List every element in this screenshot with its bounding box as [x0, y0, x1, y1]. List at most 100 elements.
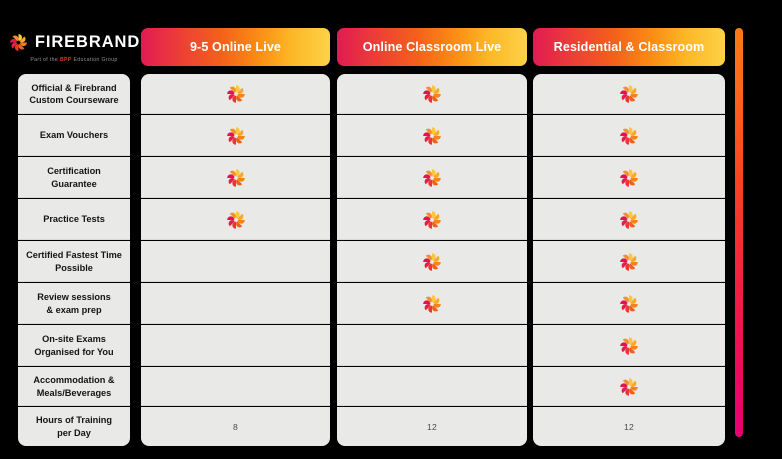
- firebrand-flame-check-icon: [618, 167, 640, 189]
- cell-value-text: 12: [624, 421, 634, 432]
- cell-included: [533, 241, 725, 282]
- column-header-3[interactable]: Residential & Classroom: [533, 28, 725, 66]
- cell-empty: [337, 367, 527, 406]
- column-header-3-label: Residential & Classroom: [553, 40, 705, 54]
- row-divider: [337, 365, 527, 366]
- firebrand-flame-check-icon: [618, 251, 640, 273]
- firebrand-flame-check-icon: [225, 167, 247, 189]
- row-divider: [337, 239, 527, 240]
- column-header-1-label: 9-5 Online Live: [189, 40, 282, 54]
- table-row: Accommodation &Meals/Beverages: [18, 367, 725, 406]
- row-label-cell: Practice Tests: [18, 199, 130, 240]
- row-divider: [18, 405, 130, 406]
- row-label-text: Exam Vouchers: [39, 130, 109, 141]
- row-divider: [18, 281, 130, 282]
- row-label-cell: Accommodation &Meals/Beverages: [18, 367, 130, 406]
- brand-tagline: Part of the BPP Education Group: [30, 57, 117, 63]
- row-divider: [141, 113, 330, 114]
- cell-included: [533, 325, 725, 366]
- row-divider: [18, 323, 130, 324]
- column-header-2[interactable]: Online Classroom Live: [337, 28, 527, 66]
- row-divider: [141, 197, 330, 198]
- row-label-cell: Review sessions& exam prep: [18, 283, 130, 324]
- cell-value-text: 8: [233, 421, 238, 432]
- row-divider: [18, 365, 130, 366]
- brand-tagline-bpp: BPP: [59, 56, 72, 63]
- firebrand-flame-check-icon: [421, 167, 443, 189]
- row-label-cell: Exam Vouchers: [18, 115, 130, 156]
- brand-tagline-pre: Part of the: [30, 56, 60, 63]
- cell-included: [141, 115, 330, 156]
- row-label-text: Accommodation &Meals/Beverages: [33, 375, 115, 398]
- cell-included: [533, 157, 725, 198]
- row-label-text: Practice Tests: [43, 214, 105, 225]
- cell-included: [533, 115, 725, 156]
- row-divider: [533, 323, 725, 324]
- row-divider: [141, 365, 330, 366]
- firebrand-flame-check-icon: [225, 209, 247, 231]
- row-divider: [337, 155, 527, 156]
- row-divider: [18, 239, 130, 240]
- cell-included: [533, 283, 725, 324]
- cell-included: [337, 74, 527, 114]
- row-divider: [533, 197, 725, 198]
- cell-included: [337, 115, 527, 156]
- firebrand-flame-check-icon: [421, 125, 443, 147]
- cell-included: [337, 241, 527, 282]
- row-divider: [337, 197, 527, 198]
- row-divider: [337, 113, 527, 114]
- row-divider: [533, 405, 725, 406]
- firebrand-flame-check-icon: [618, 125, 640, 147]
- cell-included: [337, 157, 527, 198]
- row-divider: [141, 239, 330, 240]
- brand-logo-row: FIREBRAND: [8, 32, 140, 53]
- cell-included: [141, 157, 330, 198]
- firebrand-flame-check-icon: [421, 209, 443, 231]
- cell-empty: [337, 325, 527, 366]
- brand-wordmark: FIREBRAND: [34, 32, 141, 51]
- cell-value: 8: [141, 407, 330, 446]
- firebrand-flame-check-icon: [421, 251, 443, 273]
- cell-value: 12: [533, 407, 725, 446]
- brand-logo: FIREBRAND Part of the BPP Education Grou…: [9, 24, 139, 70]
- row-divider: [337, 405, 527, 406]
- table-row: Review sessions& exam prep: [18, 283, 725, 324]
- cell-value-text: 12: [427, 421, 437, 432]
- firebrand-flame-check-icon: [618, 209, 640, 231]
- row-divider: [141, 323, 330, 324]
- firebrand-flame-check-icon: [618, 376, 640, 398]
- firebrand-flame-check-icon: [225, 83, 247, 105]
- cell-included: [533, 199, 725, 240]
- row-divider: [533, 365, 725, 366]
- cell-empty: [141, 283, 330, 324]
- table-row: Exam Vouchers: [18, 115, 725, 156]
- row-divider: [533, 113, 725, 114]
- row-divider: [533, 281, 725, 282]
- row-divider: [18, 155, 130, 156]
- firebrand-flame-check-icon: [421, 83, 443, 105]
- brand-tagline-post: Education Group: [71, 56, 118, 63]
- cell-value: 12: [337, 407, 527, 446]
- firebrand-flame-check-icon: [618, 335, 640, 357]
- gradient-accent-bar: [735, 28, 743, 437]
- cell-empty: [141, 325, 330, 366]
- column-header-1[interactable]: 9-5 Online Live: [141, 28, 330, 66]
- table-row: Certification Guarantee: [18, 157, 725, 198]
- row-divider: [18, 113, 130, 114]
- row-divider: [337, 281, 527, 282]
- cell-included: [141, 74, 330, 114]
- cell-empty: [141, 367, 330, 406]
- cell-empty: [141, 241, 330, 282]
